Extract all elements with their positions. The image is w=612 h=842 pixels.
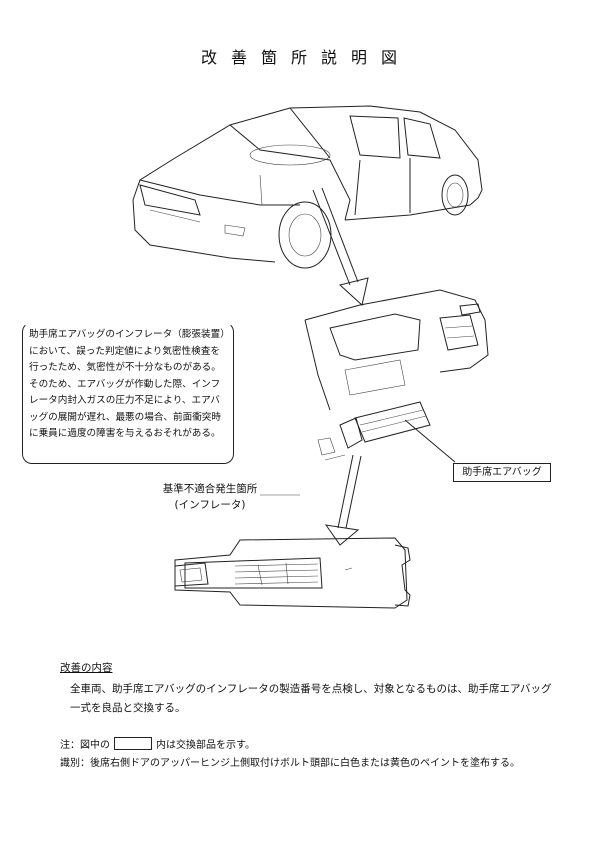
identification-line: 識別：後席右側ドアのアッパーヒンジ上側取付けボルト頭部に白色または黄色のペイント… bbox=[60, 758, 520, 769]
problem-description: 助手席エアバッグのインフレータ（膨張装置）において、誤った判定値により気密性検査… bbox=[22, 322, 234, 464]
note-line: 注：図中の 内は交換部品を示す。 bbox=[60, 736, 255, 751]
nonconformity-label-main: 基準不適合発生箇所 bbox=[162, 483, 258, 495]
improvement-heading: 改善の内容 bbox=[60, 662, 113, 674]
airbag-label: 助手席エアバッグ bbox=[453, 463, 551, 482]
dashboard-illustration bbox=[304, 289, 489, 463]
arrow-to-inflator bbox=[324, 454, 362, 546]
car-illustration bbox=[132, 105, 483, 269]
arrow-to-dashboard bbox=[312, 187, 369, 306]
page-title: 改善箇所説明図 bbox=[200, 48, 411, 67]
problem-description-text: 助手席エアバッグのインフレータ（膨張装置）において、誤った判定値により気密性検査… bbox=[29, 329, 225, 439]
improvement-body: 全車両、助手席エアバッグのインフレータの製造番号を点検し、対象となるものは、助手… bbox=[70, 683, 552, 714]
replacement-part-marker bbox=[114, 737, 152, 750]
nonconformity-label-sub: (インフレータ) bbox=[174, 499, 246, 511]
note-prefix: 注：図中の bbox=[60, 740, 110, 751]
inflator-illustration bbox=[174, 537, 411, 609]
nonconformity-label: 基準不適合発生箇所 (インフレータ) bbox=[140, 481, 280, 513]
note-suffix: 内は交換部品を示す。 bbox=[156, 740, 255, 751]
